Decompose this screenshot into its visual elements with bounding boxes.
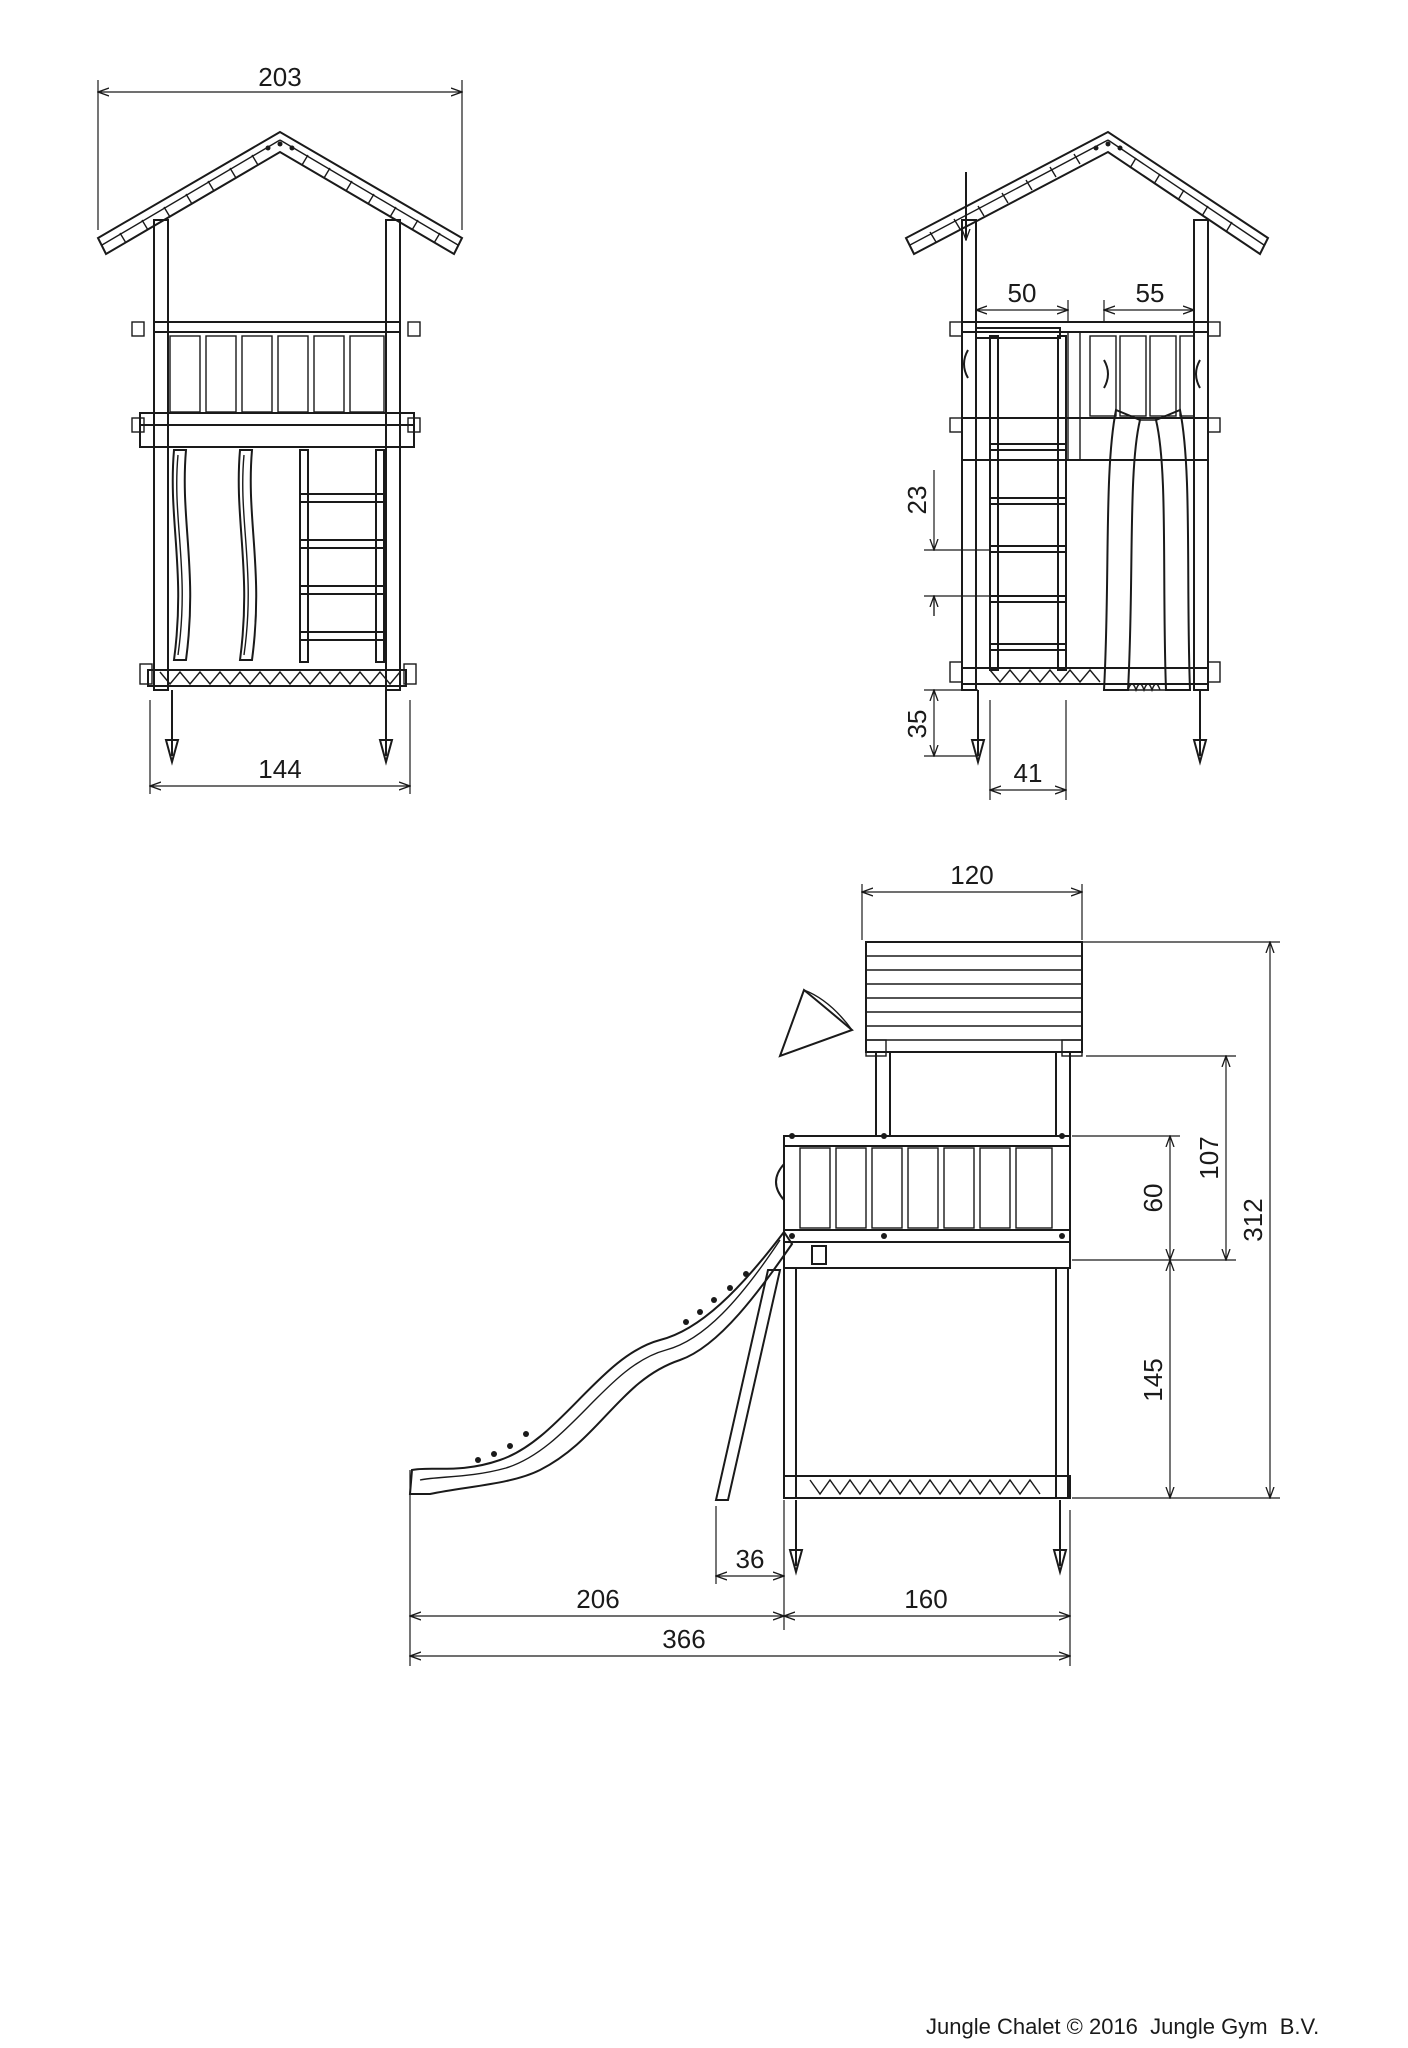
dim-label-rail-height: 60 [1138, 1184, 1168, 1213]
dim-label-deck-height: 145 [1138, 1358, 1168, 1401]
front-roof [96, 130, 464, 256]
dim-label-overall-width: 203 [258, 62, 301, 92]
dimension-ladder-offset: 36 [716, 1506, 784, 1584]
dim-label-total-height: 312 [1238, 1198, 1268, 1241]
front-balustrade [131, 321, 421, 448]
dim-label-rung-spacing: 23 [902, 486, 932, 515]
elevation-deck [775, 1133, 1071, 1269]
side-ladder [989, 335, 1067, 671]
dim-label-total-length: 366 [662, 1624, 705, 1654]
dimension-deck-height: 145 [1138, 1260, 1170, 1498]
elevation-ladder [714, 1269, 782, 1501]
front-base [139, 663, 417, 687]
dim-label-slide-width: 55 [1136, 278, 1165, 308]
dim-label-ladder-width: 50 [1008, 278, 1037, 308]
side-base [949, 661, 1221, 685]
dimension-roof-width: 120 [862, 860, 1082, 940]
footer-copyright: Jungle Chalet © 2016 Jungle Gym B.V. [926, 2014, 1320, 2039]
dim-label-tower-depth: 160 [904, 1584, 947, 1614]
dimension-rung-spacing: 23 [902, 470, 990, 616]
dim-label-base-width: 144 [258, 754, 301, 784]
front-anchors [164, 690, 394, 766]
dimension-anchor-offset: 41 [990, 700, 1066, 800]
dim-label-ground-anchor: 35 [902, 710, 932, 739]
dimension-ladder-width: 50 [976, 278, 1068, 322]
side-view: 50 55 23 35 41 [902, 130, 1270, 800]
elevation-view: 120 [408, 860, 1280, 1666]
front-climbing-nets [171, 449, 258, 661]
side-roof [904, 130, 1270, 256]
elevation-roof [865, 941, 1083, 1057]
side-slide [1102, 408, 1192, 693]
dimension-ground-anchor: 35 [902, 690, 978, 756]
elevation-upper-posts [875, 1051, 1071, 1137]
dimension-total-length: 366 [410, 1624, 1070, 1656]
dimension-total-height: 312 [1072, 942, 1280, 1498]
elevation-slide [408, 1230, 794, 1495]
dim-label-roof-width: 120 [950, 860, 993, 890]
elevation-base [783, 1475, 1071, 1499]
dim-label-slide-length: 206 [576, 1584, 619, 1614]
front-ladder [299, 449, 385, 663]
front-view: 203 [96, 62, 464, 794]
side-balustrade [949, 321, 1221, 461]
dimension-slide-length: 206 [410, 1470, 1071, 1666]
elevation-anchors [788, 1500, 1068, 1576]
dimension-tower-depth: 160 [784, 1584, 1070, 1616]
dim-label-ladder-offset: 36 [736, 1544, 765, 1574]
dimension-slide-width: 55 [1104, 278, 1194, 322]
flag-icon [778, 988, 854, 1058]
side-anchors [970, 690, 1208, 766]
dimension-rail-height: 60 [1072, 1136, 1180, 1260]
front-posts [153, 219, 401, 691]
dim-label-roof-to-rail: 107 [1194, 1136, 1224, 1179]
dimension-roof-to-rail: 107 [1072, 1056, 1236, 1260]
dimension-base-width: 144 [150, 700, 410, 794]
dimension-overall-width: 203 [98, 62, 462, 230]
elevation-lower-posts [783, 1267, 1069, 1499]
dim-label-anchor-offset: 41 [1014, 758, 1043, 788]
